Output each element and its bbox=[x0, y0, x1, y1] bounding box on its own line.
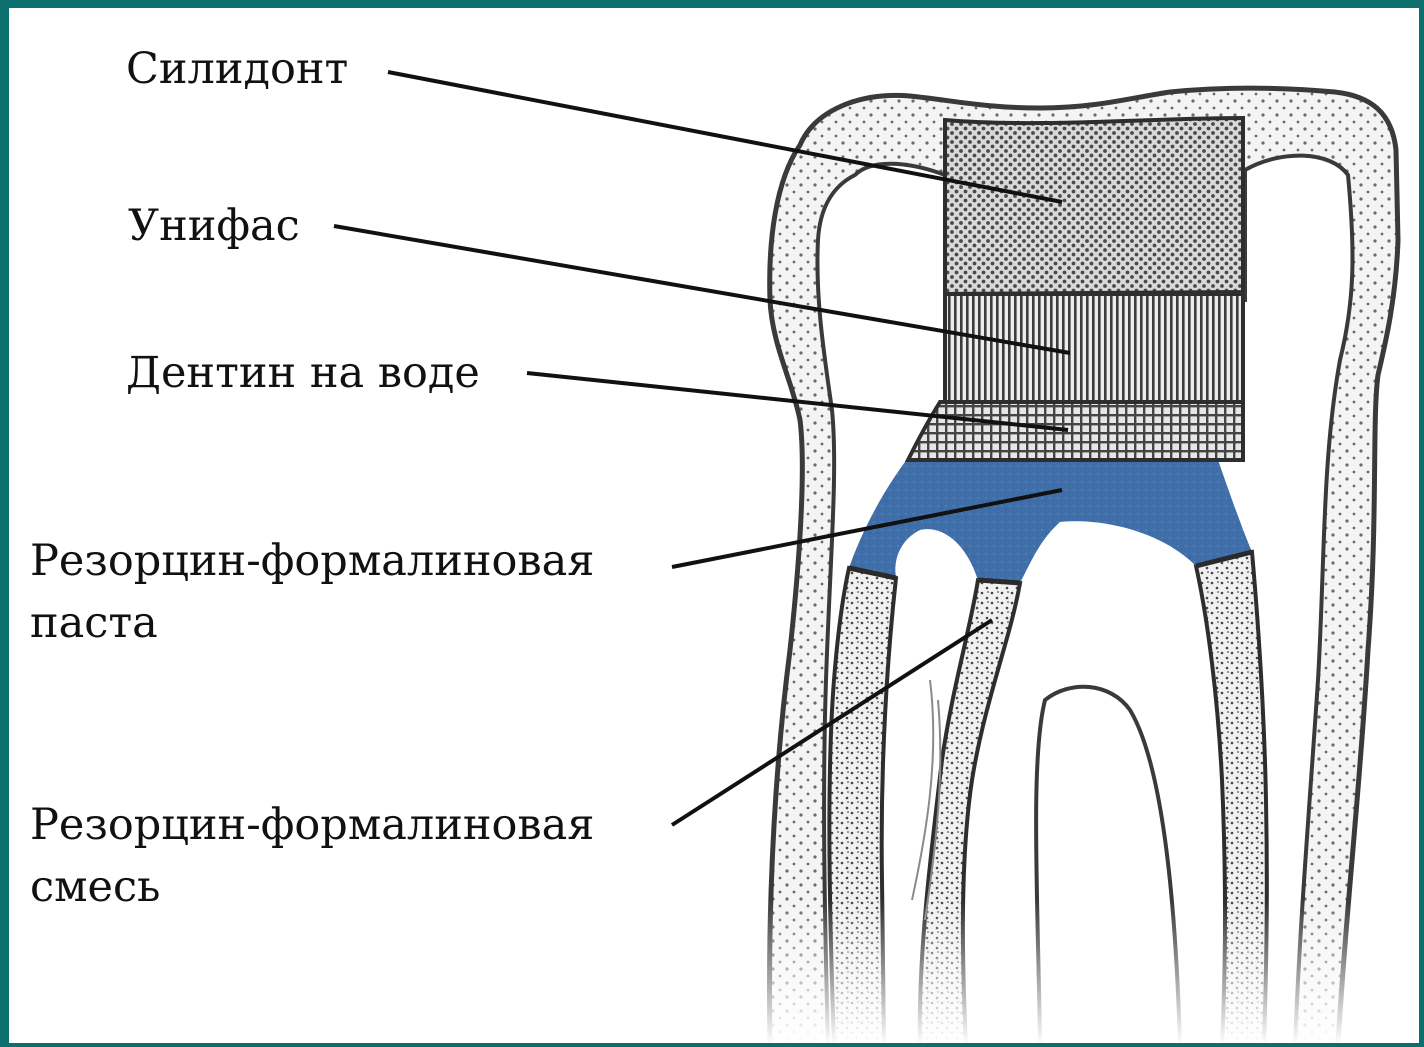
label-silidont: Силидонт bbox=[126, 38, 348, 100]
paste-middle-edge bbox=[978, 580, 1020, 583]
label-dentin-water: Дентин на воде bbox=[126, 342, 480, 404]
label-mixture-line2: смесь bbox=[30, 856, 594, 918]
label-unifas: Унифас bbox=[128, 195, 300, 257]
label-mixture-line1: Резорцин-формалиновая bbox=[30, 794, 594, 856]
label-paste: Резорцин-формалиновая паста bbox=[30, 530, 594, 654]
label-mixture: Резорцин-формалиновая смесь bbox=[30, 794, 594, 918]
dentin-water-layer bbox=[908, 402, 1243, 460]
label-paste-line1: Резорцин-формалиновая bbox=[30, 530, 594, 592]
unifas-layer bbox=[945, 294, 1243, 402]
label-paste-line2: паста bbox=[30, 592, 594, 654]
bottom-fade bbox=[760, 900, 1419, 1043]
silidont-layer bbox=[945, 118, 1243, 294]
diagram-frame: Силидонт Унифас Дентин на воде Резорцин-… bbox=[9, 8, 1419, 1043]
